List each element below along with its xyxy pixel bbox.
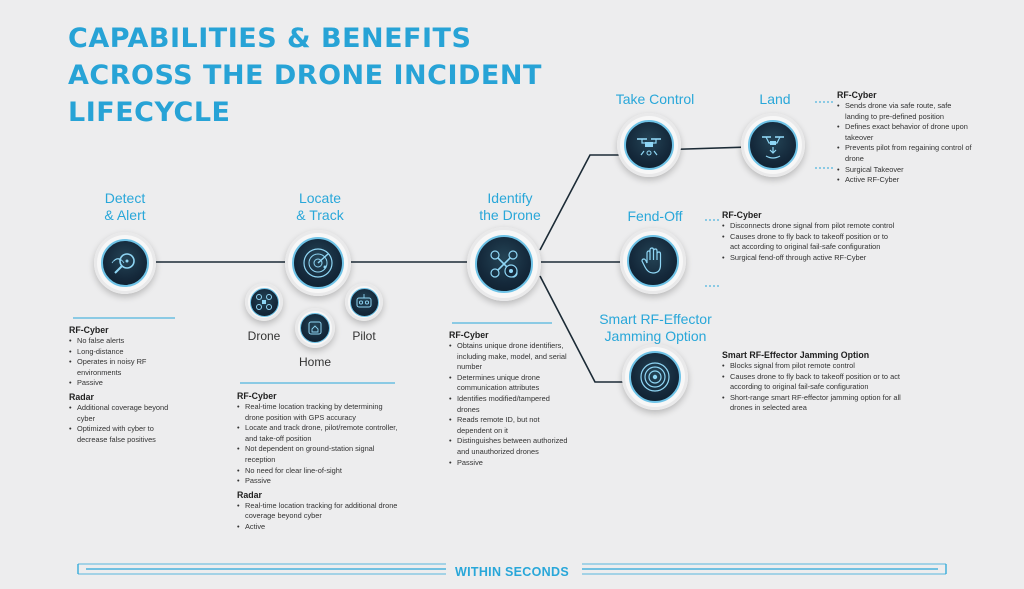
list-item: No false alerts xyxy=(69,336,179,347)
jamming-waves-icon xyxy=(640,362,670,392)
locate-rf-cyber-list: Real-time location tracking by determini… xyxy=(237,402,402,487)
drone-land-icon xyxy=(762,136,784,159)
pilot-sub-label: Pilot xyxy=(352,329,376,343)
detect-radar-header: Radar xyxy=(69,391,94,402)
land-rf-cyber-list: Sends drone via safe route, safe landing… xyxy=(837,101,977,186)
title-line-1: CAPABILITIES & BENEFITS xyxy=(68,23,472,54)
detect-radar-list: Additional coverage beyond cyber Optimiz… xyxy=(69,403,179,445)
home-icon xyxy=(308,321,322,335)
identify-node xyxy=(467,227,541,301)
take-control-label: Take Control xyxy=(615,91,695,107)
detect-label: Detect& Alert xyxy=(104,190,146,223)
locate-rf-cyber-header: RF-Cyber xyxy=(237,391,277,401)
list-item: Real-time location tracking for addition… xyxy=(237,501,402,522)
drone-control-icon xyxy=(637,138,661,156)
land-label: Land xyxy=(759,91,791,107)
list-item: Causes drone to fly back to takeoff posi… xyxy=(722,232,897,253)
list-item: Reads remote ID, but not dependent on it xyxy=(449,415,574,436)
remote-controller-icon xyxy=(356,294,372,308)
list-item: No need for clear line-of-sight xyxy=(237,466,402,477)
locate-radar-list: Real-time location tracking for addition… xyxy=(237,501,402,533)
list-item: Additional coverage beyond cyber xyxy=(69,403,179,424)
list-item: Passive xyxy=(69,378,179,389)
locate-label: Locate& Track xyxy=(296,190,344,223)
identify-rf-cyber-list: Obtains unique drone identifiers, includ… xyxy=(449,341,574,468)
hand-stop-icon xyxy=(641,247,662,274)
list-item: Distinguishes between authorized and una… xyxy=(449,436,574,457)
list-item: Obtains unique drone identifiers, includ… xyxy=(449,341,574,373)
jamming-list: Blocks signal from pilot remote control … xyxy=(722,361,917,414)
fend-off-rf-cyber-header: RF-Cyber xyxy=(722,210,762,220)
list-item: Passive xyxy=(449,458,574,469)
jamming-info: Smart RF-Effector Jamming Option Blocks … xyxy=(722,349,917,414)
detect-node xyxy=(94,232,156,294)
list-item: Real-time location tracking by determini… xyxy=(237,402,402,423)
list-item: Surgical fend-off through active RF-Cybe… xyxy=(722,253,897,264)
fend-off-info: RF-Cyber Disconnects drone signal from p… xyxy=(722,209,897,263)
identify-rf-cyber-header: RF-Cyber xyxy=(449,330,489,340)
title-line-3: LIFECYCLE xyxy=(68,97,231,128)
drone-sub-label: Drone xyxy=(247,329,281,343)
list-item: Short-range smart RF-effector jamming op… xyxy=(722,393,917,414)
locate-radar-header: Radar xyxy=(237,489,262,500)
home-sub-node xyxy=(295,308,335,348)
home-sub-label: Home xyxy=(298,355,331,369)
list-item: Causes drone to fly back to takeoff posi… xyxy=(722,372,917,393)
land-info: RF-Cyber Sends drone via safe route, saf… xyxy=(837,89,977,186)
list-item: Prevents pilot from regaining control of… xyxy=(837,143,977,164)
list-item: Active xyxy=(237,522,402,533)
drone-icon xyxy=(256,294,272,310)
land-rf-cyber-header: RF-Cyber xyxy=(837,90,877,100)
land-node xyxy=(741,113,805,177)
list-item: Sends drone via safe route, safe landing… xyxy=(837,101,977,122)
list-item: Identifies modified/tampered drones xyxy=(449,394,574,415)
drone-sub-node xyxy=(245,283,283,321)
identify-info: RF-Cyber Obtains unique drone identifier… xyxy=(449,329,574,468)
locate-node xyxy=(285,230,351,296)
list-item: Not dependent on ground-station signal r… xyxy=(237,444,402,465)
take-control-node xyxy=(617,113,681,177)
fend-off-rf-cyber-list: Disconnects drone signal from pilot remo… xyxy=(722,221,897,263)
magnifier-icon xyxy=(111,253,135,274)
jamming-header: Smart RF-Effector Jamming Option xyxy=(722,350,870,360)
list-item: Disconnects drone signal from pilot remo… xyxy=(722,221,897,232)
locate-info: RF-Cyber Real-time location tracking by … xyxy=(237,390,402,533)
detect-info: RF-Cyber No false alerts Long-distance O… xyxy=(69,324,179,445)
list-item: Determines unique drone communication at… xyxy=(449,373,574,394)
jamming-node xyxy=(622,344,688,410)
detect-rf-cyber-header: RF-Cyber xyxy=(69,325,109,335)
within-seconds-label: WITHIN SECONDS xyxy=(455,565,569,579)
pilot-sub-node xyxy=(345,283,383,321)
list-item: Operates in noisy RF environments xyxy=(69,357,179,378)
title-line-2: ACROSS THE DRONE INCIDENT xyxy=(68,60,542,91)
list-item: Blocks signal from pilot remote control xyxy=(722,361,917,372)
drone-target-icon xyxy=(490,250,518,278)
list-item: Passive xyxy=(237,476,402,487)
page-title: CAPABILITIES & BENEFITS ACROSS THE DRONE… xyxy=(68,20,588,131)
list-item: Defines exact behavior of drone upon tak… xyxy=(837,122,977,143)
list-item: Active RF-Cyber xyxy=(837,175,977,186)
fend-off-node xyxy=(620,228,686,294)
list-item: Optimized with cyber to decrease false p… xyxy=(69,424,179,445)
radar-icon xyxy=(303,248,333,278)
list-item: Locate and track drone, pilot/remote con… xyxy=(237,423,402,444)
detect-rf-cyber-list: No false alerts Long-distance Operates i… xyxy=(69,336,179,389)
list-item: Long-distance xyxy=(69,347,179,358)
list-item: Surgical Takeover xyxy=(837,165,977,176)
fend-off-label: Fend-Off xyxy=(627,208,683,224)
